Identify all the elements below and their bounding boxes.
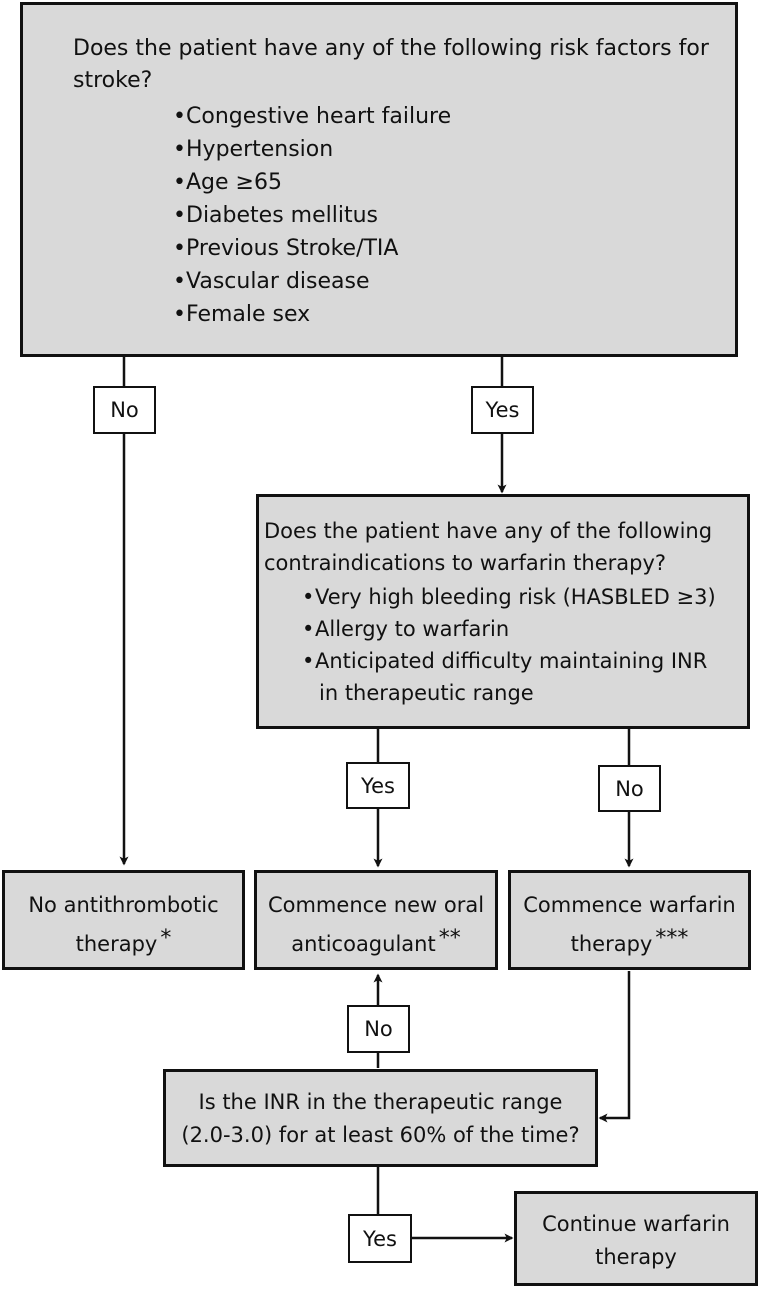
q1-yes-label: Yes: [471, 386, 534, 434]
stroke-risk-question-box: Does the patient have any of the followi…: [20, 2, 738, 357]
inr-question-box: Is the INR in the therapeutic range (2.0…: [163, 1069, 598, 1167]
list-item: •Allergy to warfarin: [302, 617, 510, 641]
stroke-risk-question: Does the patient have any of the followi…: [73, 36, 709, 93]
q3-yes-label: Yes: [348, 1214, 412, 1263]
list-item: •Diabetes mellitus: [173, 203, 378, 228]
q2-no-label: No: [598, 765, 661, 812]
no-antithrombotic-text: No antithrombotic therapy: [28, 893, 219, 956]
warfarin-contraindication-question: Does the patient have any of the followi…: [264, 519, 713, 575]
noac-text: Commence new oral anticoagulant: [267, 893, 485, 956]
list-item: •Very high bleeding risk (HASBLED ≥3): [302, 585, 716, 609]
q3-no-label: No: [347, 1005, 410, 1053]
contraindication-list: •Very high bleeding risk (HASBLED ≥3) •A…: [302, 581, 729, 709]
inr-question: Is the INR in the therapeutic range (2.0…: [181, 1090, 580, 1147]
list-item: •Female sex: [173, 302, 311, 327]
no-antithrombotic-box: No antithrombotic therapy*: [2, 870, 245, 970]
stroke-risk-factor-list: •Congestive heart failure •Hypertension …: [173, 100, 451, 331]
q1-no-label: No: [93, 386, 156, 434]
list-item: •Congestive heart failure: [173, 104, 452, 129]
connector-warfarin-to-inr: [598, 971, 631, 1123]
list-item: •Anticipated difficulty maintaining INR …: [302, 649, 708, 705]
list-item: •Hypertension: [173, 137, 334, 162]
warfarin-text: Commence warfarin therapy: [523, 893, 736, 956]
continue-warfarin-box: Continue warfarin therapy: [514, 1191, 758, 1286]
noac-box: Commence new oral anticoagulant**: [254, 870, 498, 970]
list-item: •Previous Stroke/TIA: [173, 236, 399, 261]
list-item: •Vascular disease: [173, 269, 370, 294]
q2-yes-label: Yes: [346, 762, 410, 809]
continue-warfarin-text: Continue warfarin therapy: [542, 1212, 730, 1269]
warfarin-contraindication-question-box: Does the patient have any of the followi…: [256, 494, 750, 729]
warfarin-box: Commence warfarin therapy***: [508, 870, 751, 970]
list-item: •Age ≥65: [173, 170, 282, 195]
footnote-mark: *: [160, 926, 172, 951]
footnote-mark: ***: [655, 926, 689, 951]
footnote-mark: **: [438, 926, 461, 951]
